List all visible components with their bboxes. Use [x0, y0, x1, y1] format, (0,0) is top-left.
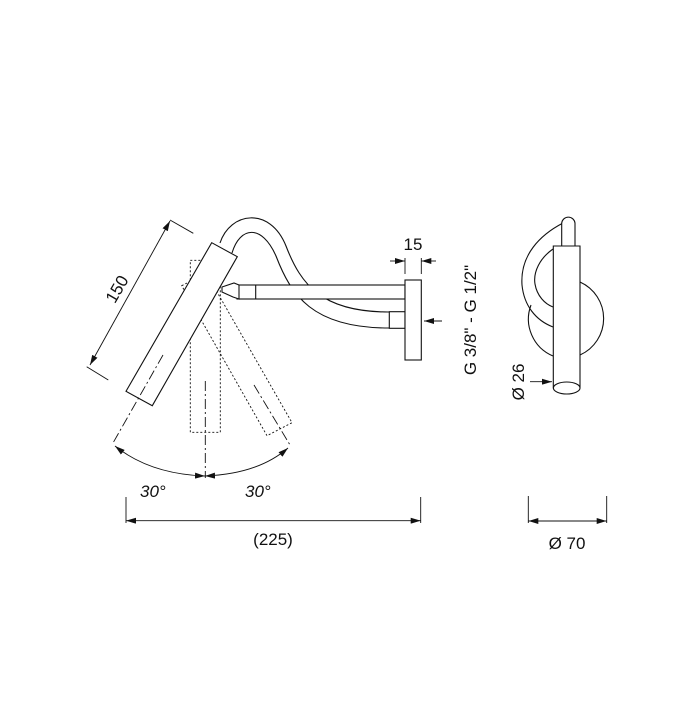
- side-top-tube: [561, 216, 576, 246]
- side-head-tube: [552, 245, 581, 389]
- arm-rod: [236, 284, 406, 300]
- lower-fitting: [388, 311, 406, 329]
- side-head-outlet: [552, 381, 581, 395]
- dim-225-label: (225): [253, 530, 293, 549]
- angle-right-label: 30°: [245, 482, 271, 501]
- dim-70-label: Ø 70: [549, 534, 586, 553]
- arm-knuckle: [221, 282, 240, 300]
- dim-150-line: [89, 220, 171, 366]
- angle-arc-left: [114, 445, 206, 479]
- centerline-right: [253, 384, 291, 446]
- side-hose-outer: [521, 222, 564, 328]
- angle-left-label: 30°: [140, 482, 166, 501]
- dim-150-label: 150: [102, 272, 133, 306]
- hose-outer: [219, 217, 390, 313]
- angle-arc-right: [204, 447, 289, 479]
- dim-15-label: 15: [404, 235, 423, 254]
- dim-26-label: Ø 26: [509, 364, 528, 401]
- front-view: 30° 30° 150 15 G 3/8" - G 1/2" (225): [86, 217, 480, 549]
- dim-150-ext-top: [169, 219, 194, 234]
- hose-inner: [231, 231, 390, 329]
- side-hose-inner: [534, 248, 554, 308]
- dim-150-ext-bottom: [86, 366, 109, 381]
- head-position-vertical: [189, 259, 221, 433]
- side-view: Ø 26 Ø 70: [509, 216, 608, 553]
- head-position-right: [181, 272, 293, 437]
- wall-plate: [404, 279, 422, 361]
- centerline-left: [112, 354, 164, 444]
- thread-label: G 3/8" - G 1/2": [461, 265, 480, 375]
